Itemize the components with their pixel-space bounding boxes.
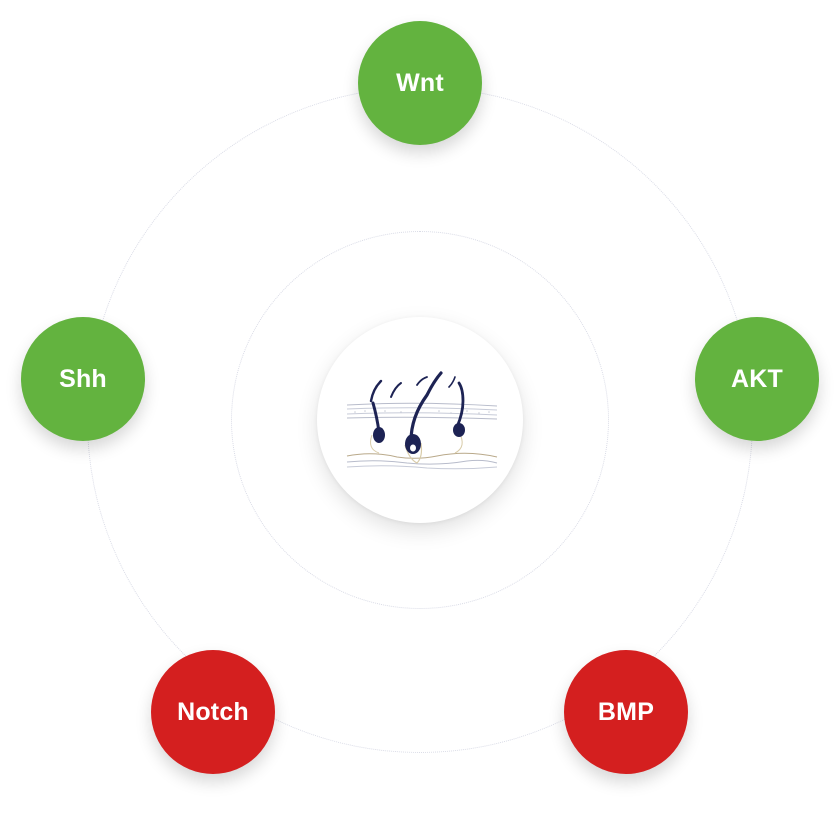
pathway-node-shh[interactable]: Shh: [21, 317, 145, 441]
hair-follicle-skin-icon: [346, 371, 498, 470]
pathway-node-label: BMP: [597, 697, 655, 726]
pathway-node-label: Notch: [177, 697, 249, 726]
inner-orbit-ring: [231, 231, 609, 609]
pathway-node-wnt[interactable]: Wnt: [358, 21, 482, 145]
center-hub: [317, 317, 523, 523]
pathway-node-label: Wnt: [396, 68, 444, 97]
pathway-node-label: Shh: [59, 364, 107, 393]
pathway-node-label: AKT: [731, 364, 783, 393]
pathway-node-akt[interactable]: AKT: [695, 317, 819, 441]
pathway-node-bmp[interactable]: BMP: [564, 650, 688, 774]
pathway-node-notch[interactable]: Notch: [151, 650, 275, 774]
